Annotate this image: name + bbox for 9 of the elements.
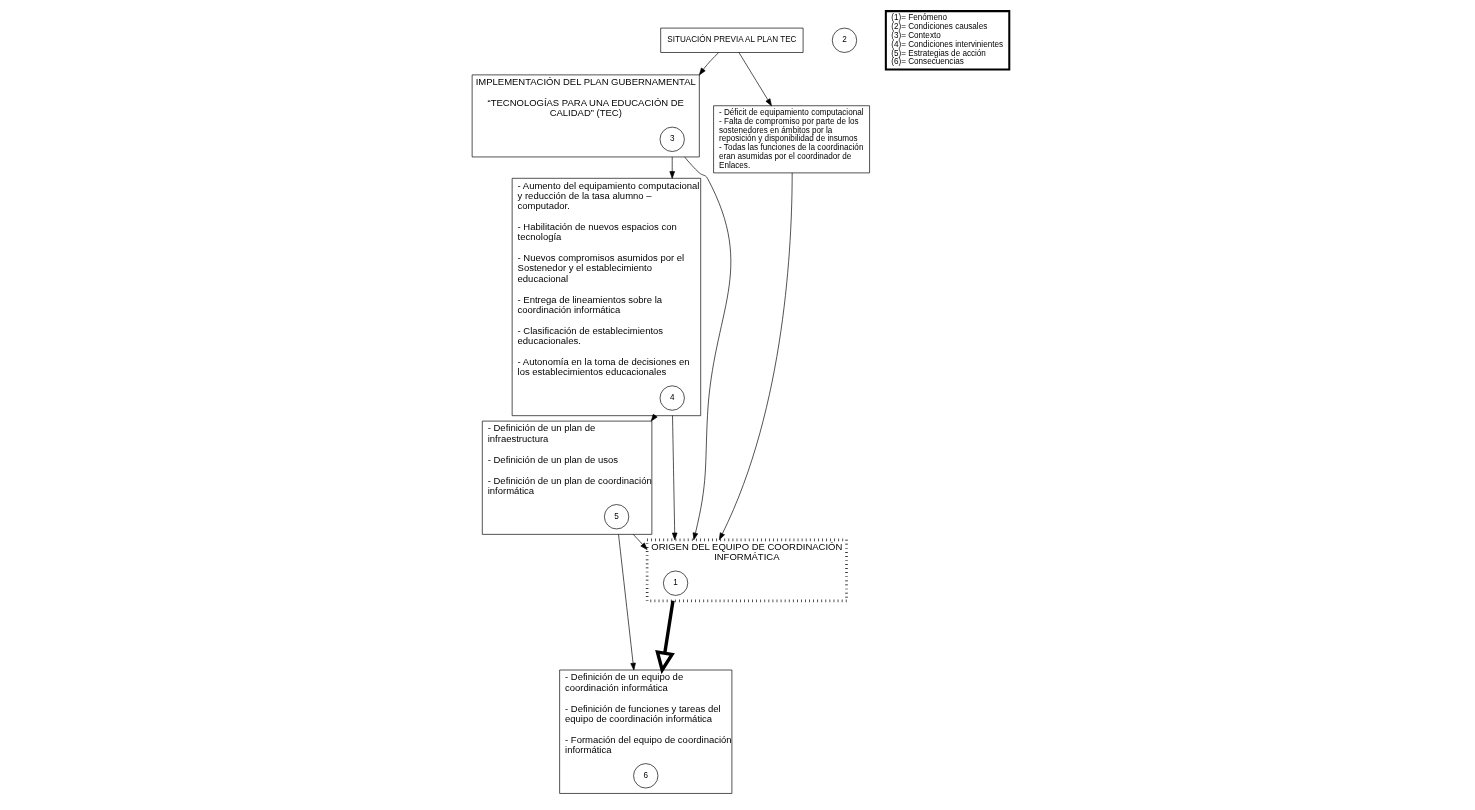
arrow	[683, 156, 731, 541]
arrow	[718, 172, 792, 541]
arrow	[698, 52, 719, 76]
arrow	[738, 52, 772, 107]
arrow	[632, 534, 647, 550]
arrow	[669, 156, 675, 179]
arrow	[617, 534, 636, 671]
arrow	[654, 600, 675, 675]
arrow	[671, 415, 677, 541]
